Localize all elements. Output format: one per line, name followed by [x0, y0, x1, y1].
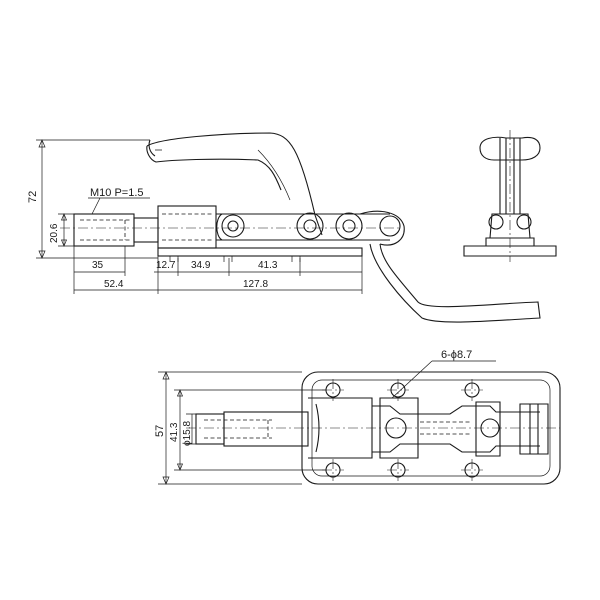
- dim-height-body: 20.6: [49, 223, 60, 243]
- pivot-1: [221, 214, 245, 238]
- end-view: [463, 130, 557, 262]
- end-view-base: [463, 245, 557, 257]
- base-plate: [157, 247, 363, 257]
- end-view-grip: [479, 136, 541, 161]
- top-base-plate: [301, 371, 561, 485]
- top-shaft: [195, 413, 225, 445]
- side-view: 72 20.6 M10 P=1.5 35 52.4 12.7 34.9 41.3…: [27, 132, 541, 323]
- dim-base-length: 127.8: [243, 279, 268, 290]
- pivot-2: [296, 212, 324, 240]
- dim-b: 34.9: [191, 260, 211, 271]
- dim-width-holes: 41.3: [169, 422, 180, 442]
- plunger-rod: [133, 217, 159, 243]
- handle-grip: [146, 132, 323, 236]
- guide-body: [157, 205, 217, 249]
- dim-thread-length: 35: [92, 260, 104, 271]
- dim-c: 41.3: [258, 260, 278, 271]
- dim-shaft-diameter: ϕ15.8: [182, 420, 193, 446]
- pivot-4: [379, 215, 401, 237]
- dim-width-total: 57: [154, 425, 166, 437]
- dim-a: 12.7: [156, 260, 176, 271]
- mounting-holes: [322, 379, 483, 481]
- dim-height-total: 72: [27, 191, 39, 203]
- pivot-3: [335, 212, 363, 240]
- hole-callout: 6-ϕ8.7: [441, 349, 472, 361]
- linkage-bar: [216, 213, 390, 241]
- thread-label: M10 P=1.5: [90, 187, 144, 199]
- dim-plunger-length: 52.4: [104, 279, 124, 290]
- top-view: 6-ϕ8.7 57 41.3 ϕ15.8: [154, 349, 561, 485]
- lever-arm: [369, 243, 541, 323]
